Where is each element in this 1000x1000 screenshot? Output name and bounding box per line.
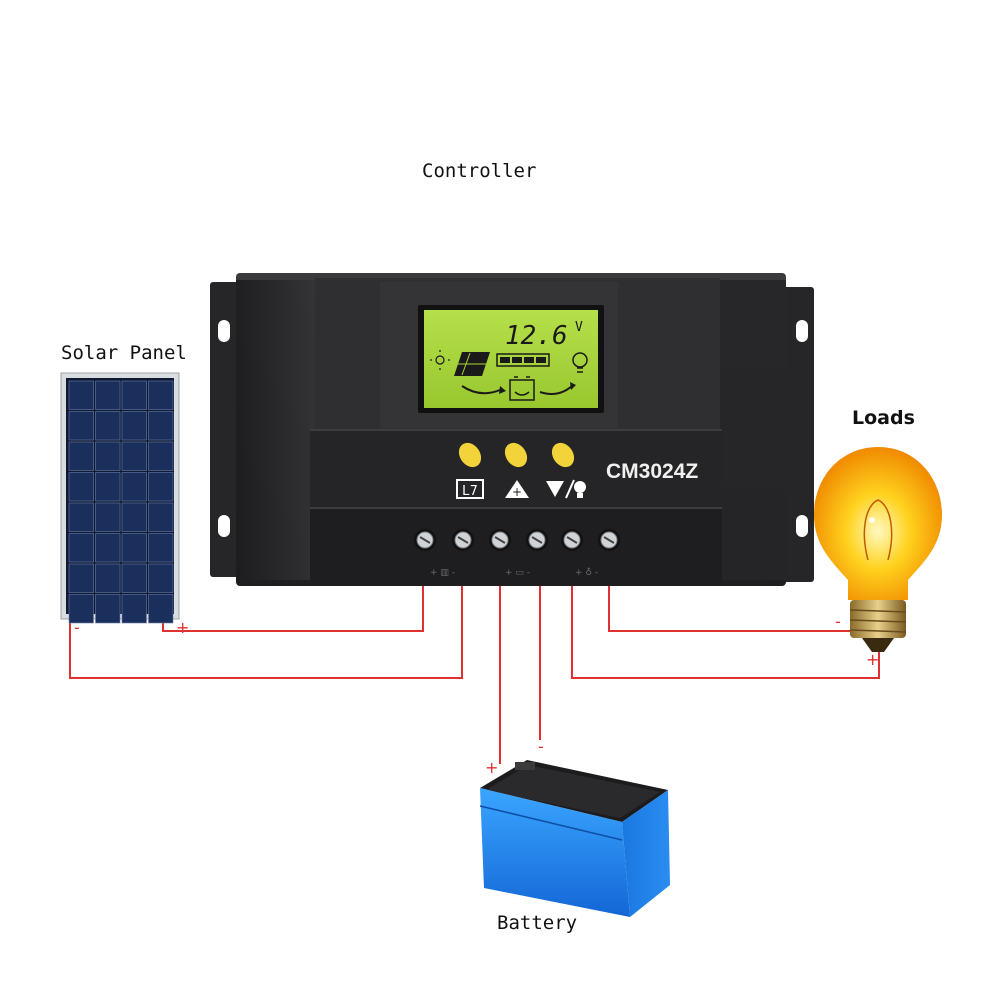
solar-cell <box>95 441 121 471</box>
battery-terminal <box>515 762 535 770</box>
terminal-screw <box>561 529 583 551</box>
mount-hole <box>218 515 230 537</box>
polarity-marks: - + - + + - <box>74 612 879 777</box>
solar-negative-mark: - <box>74 618 80 637</box>
lcd-battery-icon <box>509 376 535 401</box>
solar-cell <box>68 472 94 502</box>
lcd-reading: 12.6 <box>505 321 568 351</box>
solar-cell <box>121 533 147 563</box>
solar-cell <box>148 441 174 471</box>
solar-cell <box>68 411 94 441</box>
up-button[interactable] <box>500 439 531 472</box>
control-buttons: L7 + <box>454 439 586 499</box>
terminal-screw <box>526 529 548 551</box>
battery-level-bars-icon <box>496 353 550 367</box>
svg-text:+ ♁ -: + ♁ - <box>575 567 598 578</box>
terminal-screw <box>414 529 436 551</box>
terminal-screw <box>489 529 511 551</box>
solar-cell <box>68 594 94 624</box>
charge-flow-arrows-icon <box>461 382 576 395</box>
solar-cell <box>121 441 147 471</box>
solar-cell <box>148 472 174 502</box>
load-positive-mark: + <box>866 650 879 669</box>
battery-positive-mark: + <box>485 758 498 777</box>
controller-label: Controller <box>422 160 537 182</box>
solar-cell <box>148 594 174 624</box>
terminal-symbols: + ▥ - + ▭ - + ♁ - <box>430 567 598 578</box>
mount-hole <box>796 515 808 537</box>
solar-cell <box>68 441 94 471</box>
svg-text:L7: L7 <box>462 484 478 499</box>
solar-panel <box>60 372 180 624</box>
terminal-screw <box>598 529 620 551</box>
solar-cell <box>121 563 147 593</box>
lcd-unit: V <box>575 320 583 335</box>
loads-label: Loads <box>852 407 915 429</box>
battery-label: Battery <box>497 912 578 934</box>
solar-cell <box>95 472 121 502</box>
solar-cell <box>121 594 147 624</box>
solar-cell <box>68 563 94 593</box>
solar-cell <box>95 563 121 593</box>
solar-cell <box>95 533 121 563</box>
model-label: CM3024Z <box>606 460 698 483</box>
solar-cell <box>68 533 94 563</box>
solar-panel-label: Solar Panel <box>61 342 187 364</box>
solar-cell <box>148 380 174 410</box>
solar-positive-wire <box>162 548 424 632</box>
mount-hole <box>218 320 230 342</box>
svg-text:+ ▭ -: + ▭ - <box>505 568 530 578</box>
solar-cell <box>148 563 174 593</box>
mode-icon: L7 <box>456 479 484 499</box>
solar-cell <box>121 411 147 441</box>
sun-icon <box>430 350 450 370</box>
solar-cell <box>148 502 174 532</box>
solar-cell <box>95 502 121 532</box>
battery-negative-mark: - <box>538 737 544 756</box>
load-settings-icon <box>546 479 586 499</box>
solar-positive-mark: + <box>176 618 189 637</box>
light-bulb <box>814 447 942 652</box>
terminal-screw <box>452 529 474 551</box>
solar-cell <box>95 411 121 441</box>
solar-negative-wire <box>69 548 463 679</box>
charge-controller: 12.6 V <box>210 273 814 586</box>
svg-text:+: + <box>512 485 522 499</box>
set-button[interactable] <box>547 439 578 472</box>
load-positive-wire <box>571 548 880 679</box>
solar-cell <box>95 380 121 410</box>
load-negative-mark: - <box>835 612 841 631</box>
lcd-bulb-icon <box>572 352 588 373</box>
solar-cell <box>121 472 147 502</box>
solar-cell <box>148 411 174 441</box>
terminal-block <box>414 529 620 551</box>
panel-icon <box>454 352 490 376</box>
battery-type-icon: + <box>505 480 529 499</box>
solar-cell <box>121 380 147 410</box>
solar-cell <box>68 380 94 410</box>
solar-cell <box>68 502 94 532</box>
solar-cell <box>148 533 174 563</box>
battery <box>479 760 670 917</box>
solar-cells <box>68 380 174 624</box>
mount-hole <box>796 320 808 342</box>
solar-cell <box>95 594 121 624</box>
solar-cell <box>121 502 147 532</box>
svg-text:+ ▥ -: + ▥ - <box>430 568 455 578</box>
lcd-display: 12.6 V <box>418 305 604 413</box>
mode-button[interactable] <box>454 439 485 472</box>
